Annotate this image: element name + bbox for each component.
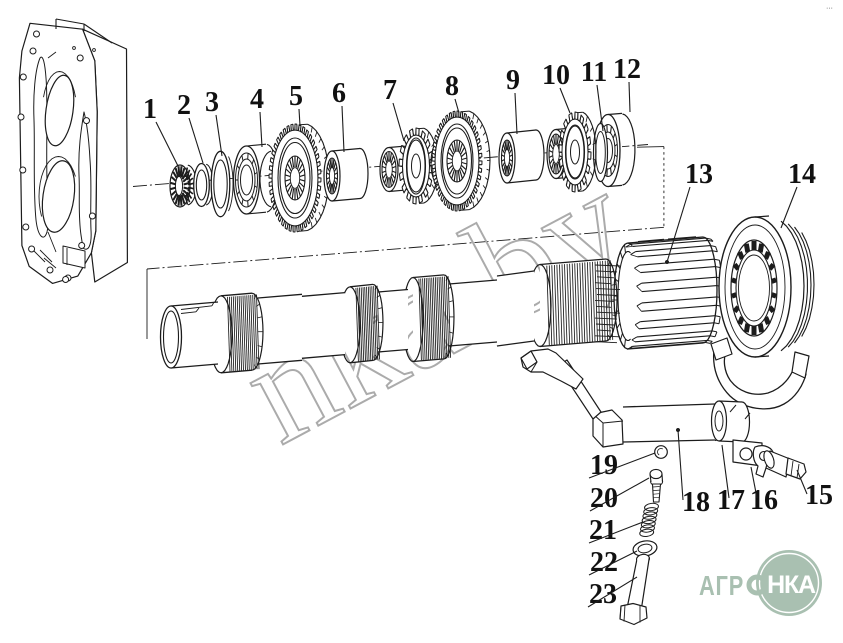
svg-text:2: 2 (177, 90, 191, 121)
svg-text:8: 8 (445, 71, 459, 102)
svg-text:1: 1 (143, 94, 157, 125)
svg-text:20: 20 (590, 483, 618, 514)
svg-text:9: 9 (506, 65, 520, 96)
svg-text:17: 17 (717, 485, 745, 516)
svg-text:18: 18 (682, 487, 710, 518)
svg-text:НКА: НКА (767, 571, 816, 599)
svg-text:13: 13 (685, 159, 713, 190)
svg-text:АГР: АГР (699, 570, 744, 601)
svg-text:16: 16 (750, 485, 778, 516)
svg-text:12: 12 (613, 54, 641, 85)
svg-text:5: 5 (289, 81, 303, 112)
svg-text:23: 23 (589, 579, 617, 610)
svg-text:10: 10 (542, 60, 570, 91)
svg-text:6: 6 (332, 78, 346, 109)
svg-text:7: 7 (383, 75, 397, 106)
svg-text:14: 14 (788, 159, 816, 190)
svg-text:15: 15 (805, 480, 833, 511)
svg-text:3: 3 (205, 87, 219, 118)
svg-text:4: 4 (250, 84, 264, 115)
svg-text:11: 11 (581, 57, 607, 88)
svg-text:···: ··· (826, 5, 833, 12)
